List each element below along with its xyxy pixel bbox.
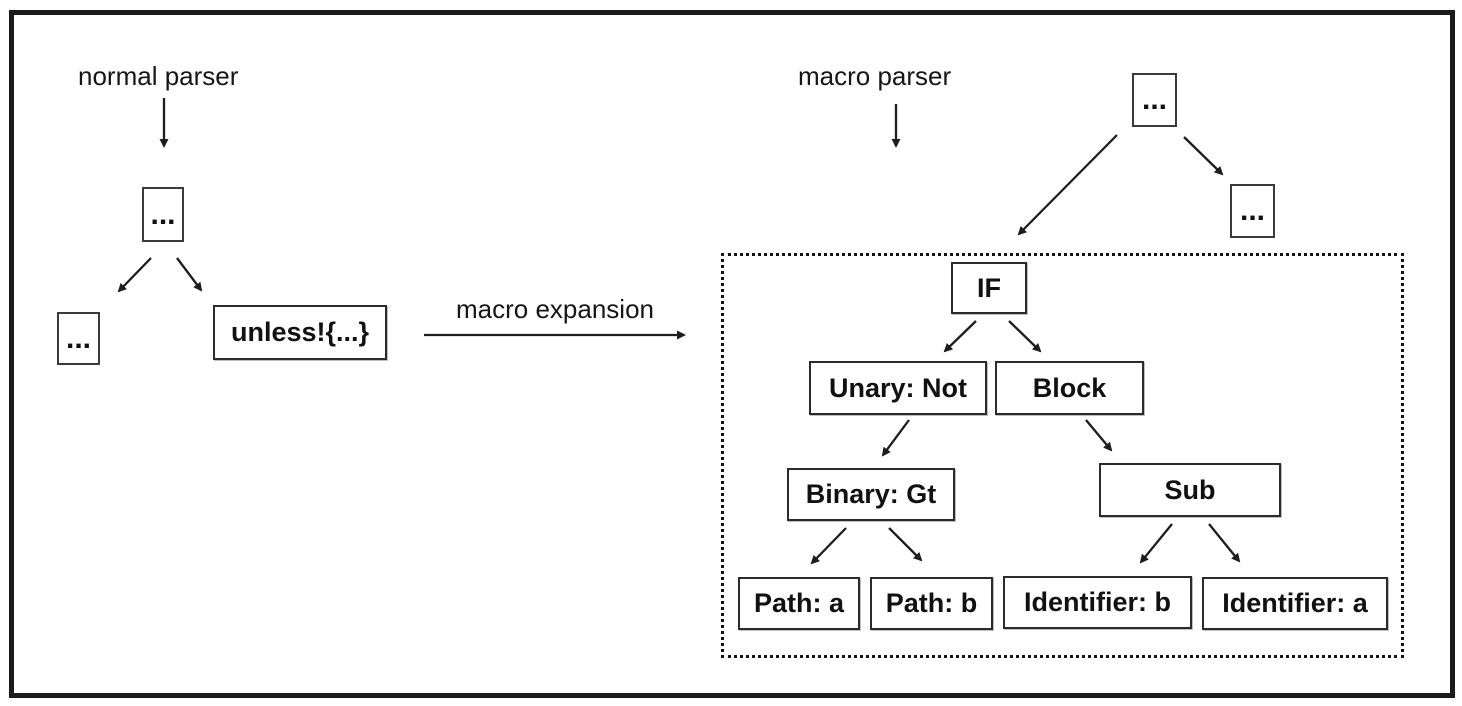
tree-node-path-b: Path: b — [870, 577, 993, 630]
outer-frame — [9, 10, 1455, 698]
tree-node-if: IF — [951, 262, 1027, 314]
tree-node-normal-left-child: ... — [57, 312, 100, 365]
normal-parser-label: normal parser — [78, 61, 239, 91]
tree-node-unless-macro-call: unless!{...} — [213, 305, 387, 360]
tree-node-identifier-b: Identifier: b — [1003, 576, 1192, 629]
tree-node-identifier-a: Identifier: a — [1202, 577, 1388, 630]
tree-node-macro-root: ... — [1132, 73, 1177, 127]
tree-node-binary-gt: Binary: Gt — [787, 468, 955, 521]
tree-node-block: Block — [995, 361, 1144, 415]
macro-parser-label: macro parser — [798, 61, 952, 91]
tree-node-unary-not: Unary: Not — [809, 361, 987, 415]
macro-expansion-label: macro expansion — [456, 294, 654, 324]
macro-expansion-region-dotted-box — [721, 253, 1404, 658]
tree-node-macro-sibling: ... — [1230, 184, 1275, 238]
tree-node-normal-root: ... — [142, 187, 184, 242]
tree-node-sub: Sub — [1099, 463, 1281, 517]
tree-node-path-a: Path: a — [738, 577, 860, 630]
